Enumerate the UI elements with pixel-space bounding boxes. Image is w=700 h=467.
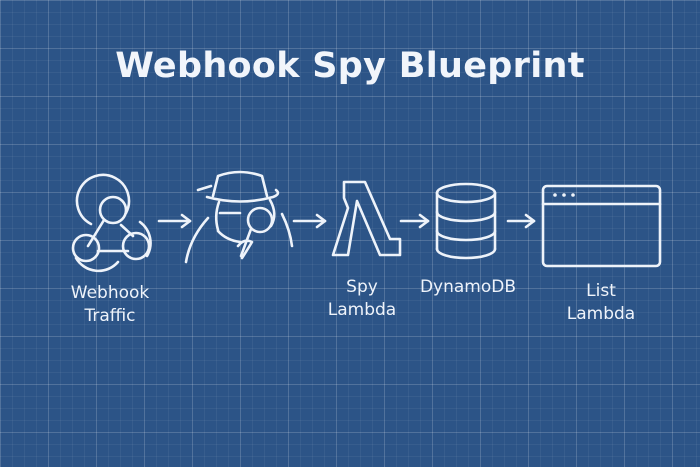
webhook-icon [71,173,152,273]
flow-arrow [506,213,536,229]
label-line: Lambda [566,304,636,324]
node-label-spy-lambda: Spy Lambda [302,276,422,322]
database-icon [435,182,497,260]
label-line: DynamoDB [419,277,517,297]
label-line: Webhook [70,283,150,303]
label-line: Traffic [84,306,136,326]
lambda-icon [331,180,402,257]
label-line: Spy [346,277,378,297]
node-label-webhook-traffic: Webhook Traffic [50,282,170,328]
node-label-list-lambda: List Lambda [541,280,661,326]
label-line: List [586,281,616,301]
browser-window-icon [541,184,662,268]
flow-arrow [157,213,192,229]
diagram-title: Webhook Spy Blueprint [115,46,585,86]
flow-arrow [399,213,430,229]
label-line: Lambda [327,300,397,320]
node-label-dynamodb: DynamoDB [408,276,528,299]
spy-detective-icon [184,170,294,264]
flow-arrow [292,213,327,229]
